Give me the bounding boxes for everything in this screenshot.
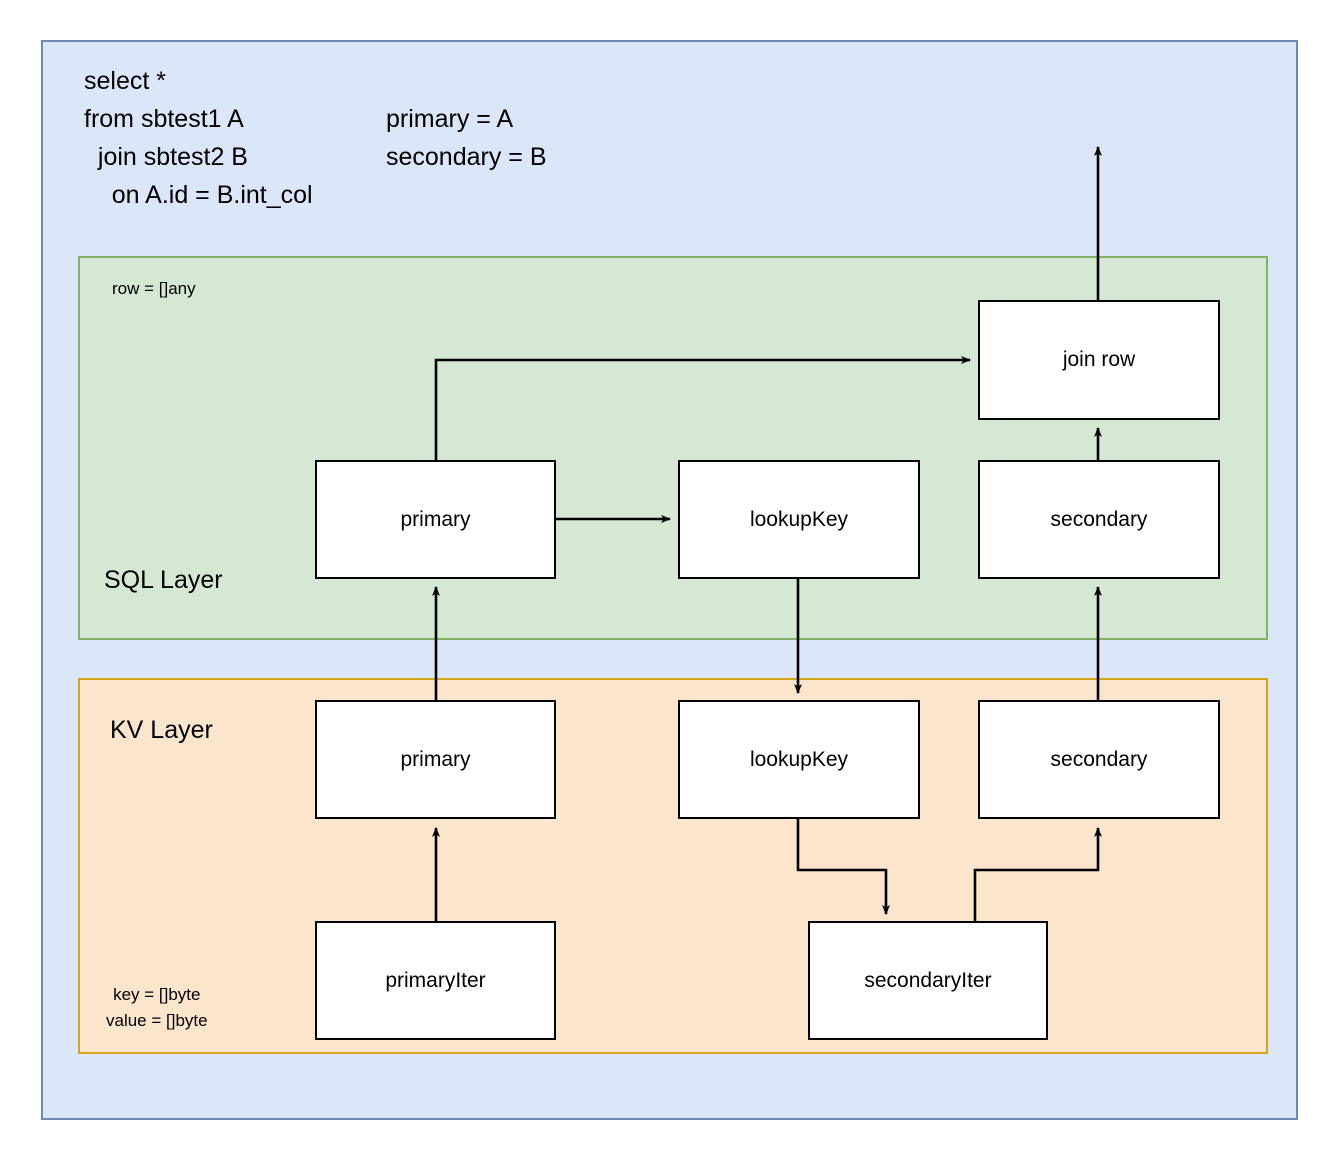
node-secondary-iter[interactable]: secondaryIter: [808, 921, 1048, 1040]
node-kv-lookupkey-label: lookupKey: [749, 747, 849, 771]
node-sql-lookupkey-label: lookupKey: [749, 507, 849, 531]
node-primary-iter-label: primaryIter: [385, 968, 486, 992]
node-join-row[interactable]: join row: [978, 300, 1220, 420]
node-primary-iter[interactable]: primaryIter: [315, 921, 556, 1040]
node-kv-primary-label: primary: [400, 747, 471, 771]
node-join-row-label: join row: [1062, 348, 1136, 371]
node-sql-secondary[interactable]: secondary: [978, 460, 1220, 579]
node-secondary-iter-label: secondaryIter: [864, 968, 992, 992]
row-type-note: row = []any: [112, 279, 196, 298]
kv-layer-label: KV Layer: [110, 716, 213, 744]
alias-legend-text: primary = A secondary = B: [386, 105, 547, 171]
sql-layer-label: SQL Layer: [104, 566, 223, 594]
node-sql-secondary-label: secondary: [1050, 507, 1148, 531]
node-sql-primary[interactable]: primary: [315, 460, 556, 579]
node-kv-lookupkey[interactable]: lookupKey: [678, 700, 920, 819]
node-kv-primary[interactable]: primary: [315, 700, 556, 819]
node-sql-lookupkey[interactable]: lookupKey: [678, 460, 920, 579]
sql-query-text: select * from sbtest1 A join sbtest2 B o…: [84, 67, 313, 209]
key-value-type-note: key = []byte value = []byte: [106, 985, 208, 1030]
node-kv-secondary-label: secondary: [1050, 747, 1148, 771]
node-sql-primary-label: primary: [400, 507, 471, 531]
node-kv-secondary[interactable]: secondary: [978, 700, 1220, 819]
